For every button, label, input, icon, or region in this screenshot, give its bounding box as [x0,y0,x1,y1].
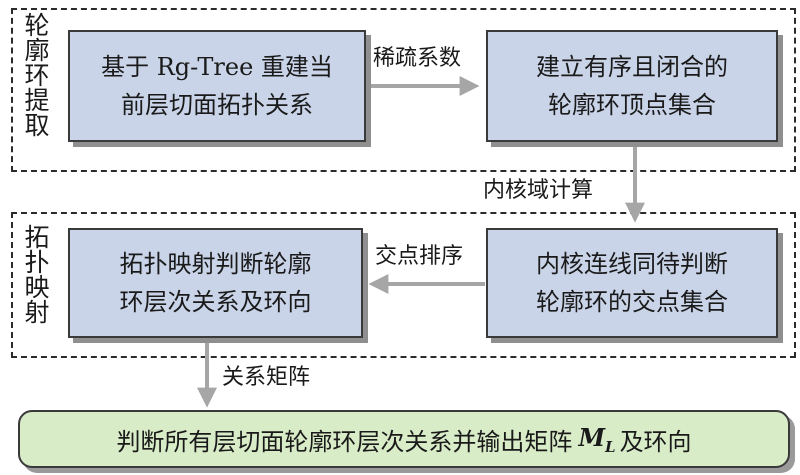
edge-label-sort-intersections: 交点排序 [375,244,464,269]
topology-judge-box: 拓扑映射判断轮廓 环层次关系及环向 [68,228,363,338]
output-box: 判断所有层切面轮廓环层次关系并输出矩阵 ML 及环向 [18,410,790,468]
contour-extraction-region-label: 轮廓环提取 [21,12,50,137]
build-vertex-set-line2: 轮廓环顶点集合 [548,91,716,119]
output-matrix-symbol: ML [578,422,616,456]
edge-label-relation-matrix: 关系矩阵 [222,365,311,390]
topology-judge-line1: 拓扑映射判断轮廓 [119,250,312,278]
rebuild-topology-line1: 基于 Rg-Tree 重建当 [101,53,333,81]
kernel-intersection-line1: 内核连线同待判断 [536,250,728,278]
edge-label-kernel-domain: 内核域计算 [483,178,594,203]
contour-extraction-region [11,8,796,172]
output-suffix: 及环向 [619,427,692,456]
topology-mapping-region [11,212,796,358]
topology-mapping-region-label: 拓扑映射 [21,224,50,324]
kernel-intersection-line2: 轮廓环的交点集合 [536,288,728,316]
build-vertex-set-box: 建立有序且闭合的 轮廓环顶点集合 [486,30,778,142]
topology-judge-line2: 环层次关系及环向 [119,288,312,316]
build-vertex-set-line1: 建立有序且闭合的 [536,53,728,81]
rebuild-topology-line2: 前层切面拓扑关系 [121,91,313,119]
output-prefix: 判断所有层切面轮廓环层次关系并输出矩阵 [116,427,573,456]
edge-label-sparse: 稀疏系数 [373,46,462,71]
kernel-intersection-box: 内核连线同待判断 轮廓环的交点集合 [486,228,778,338]
rebuild-topology-box: 基于 Rg-Tree 重建当 前层切面拓扑关系 [68,30,366,142]
